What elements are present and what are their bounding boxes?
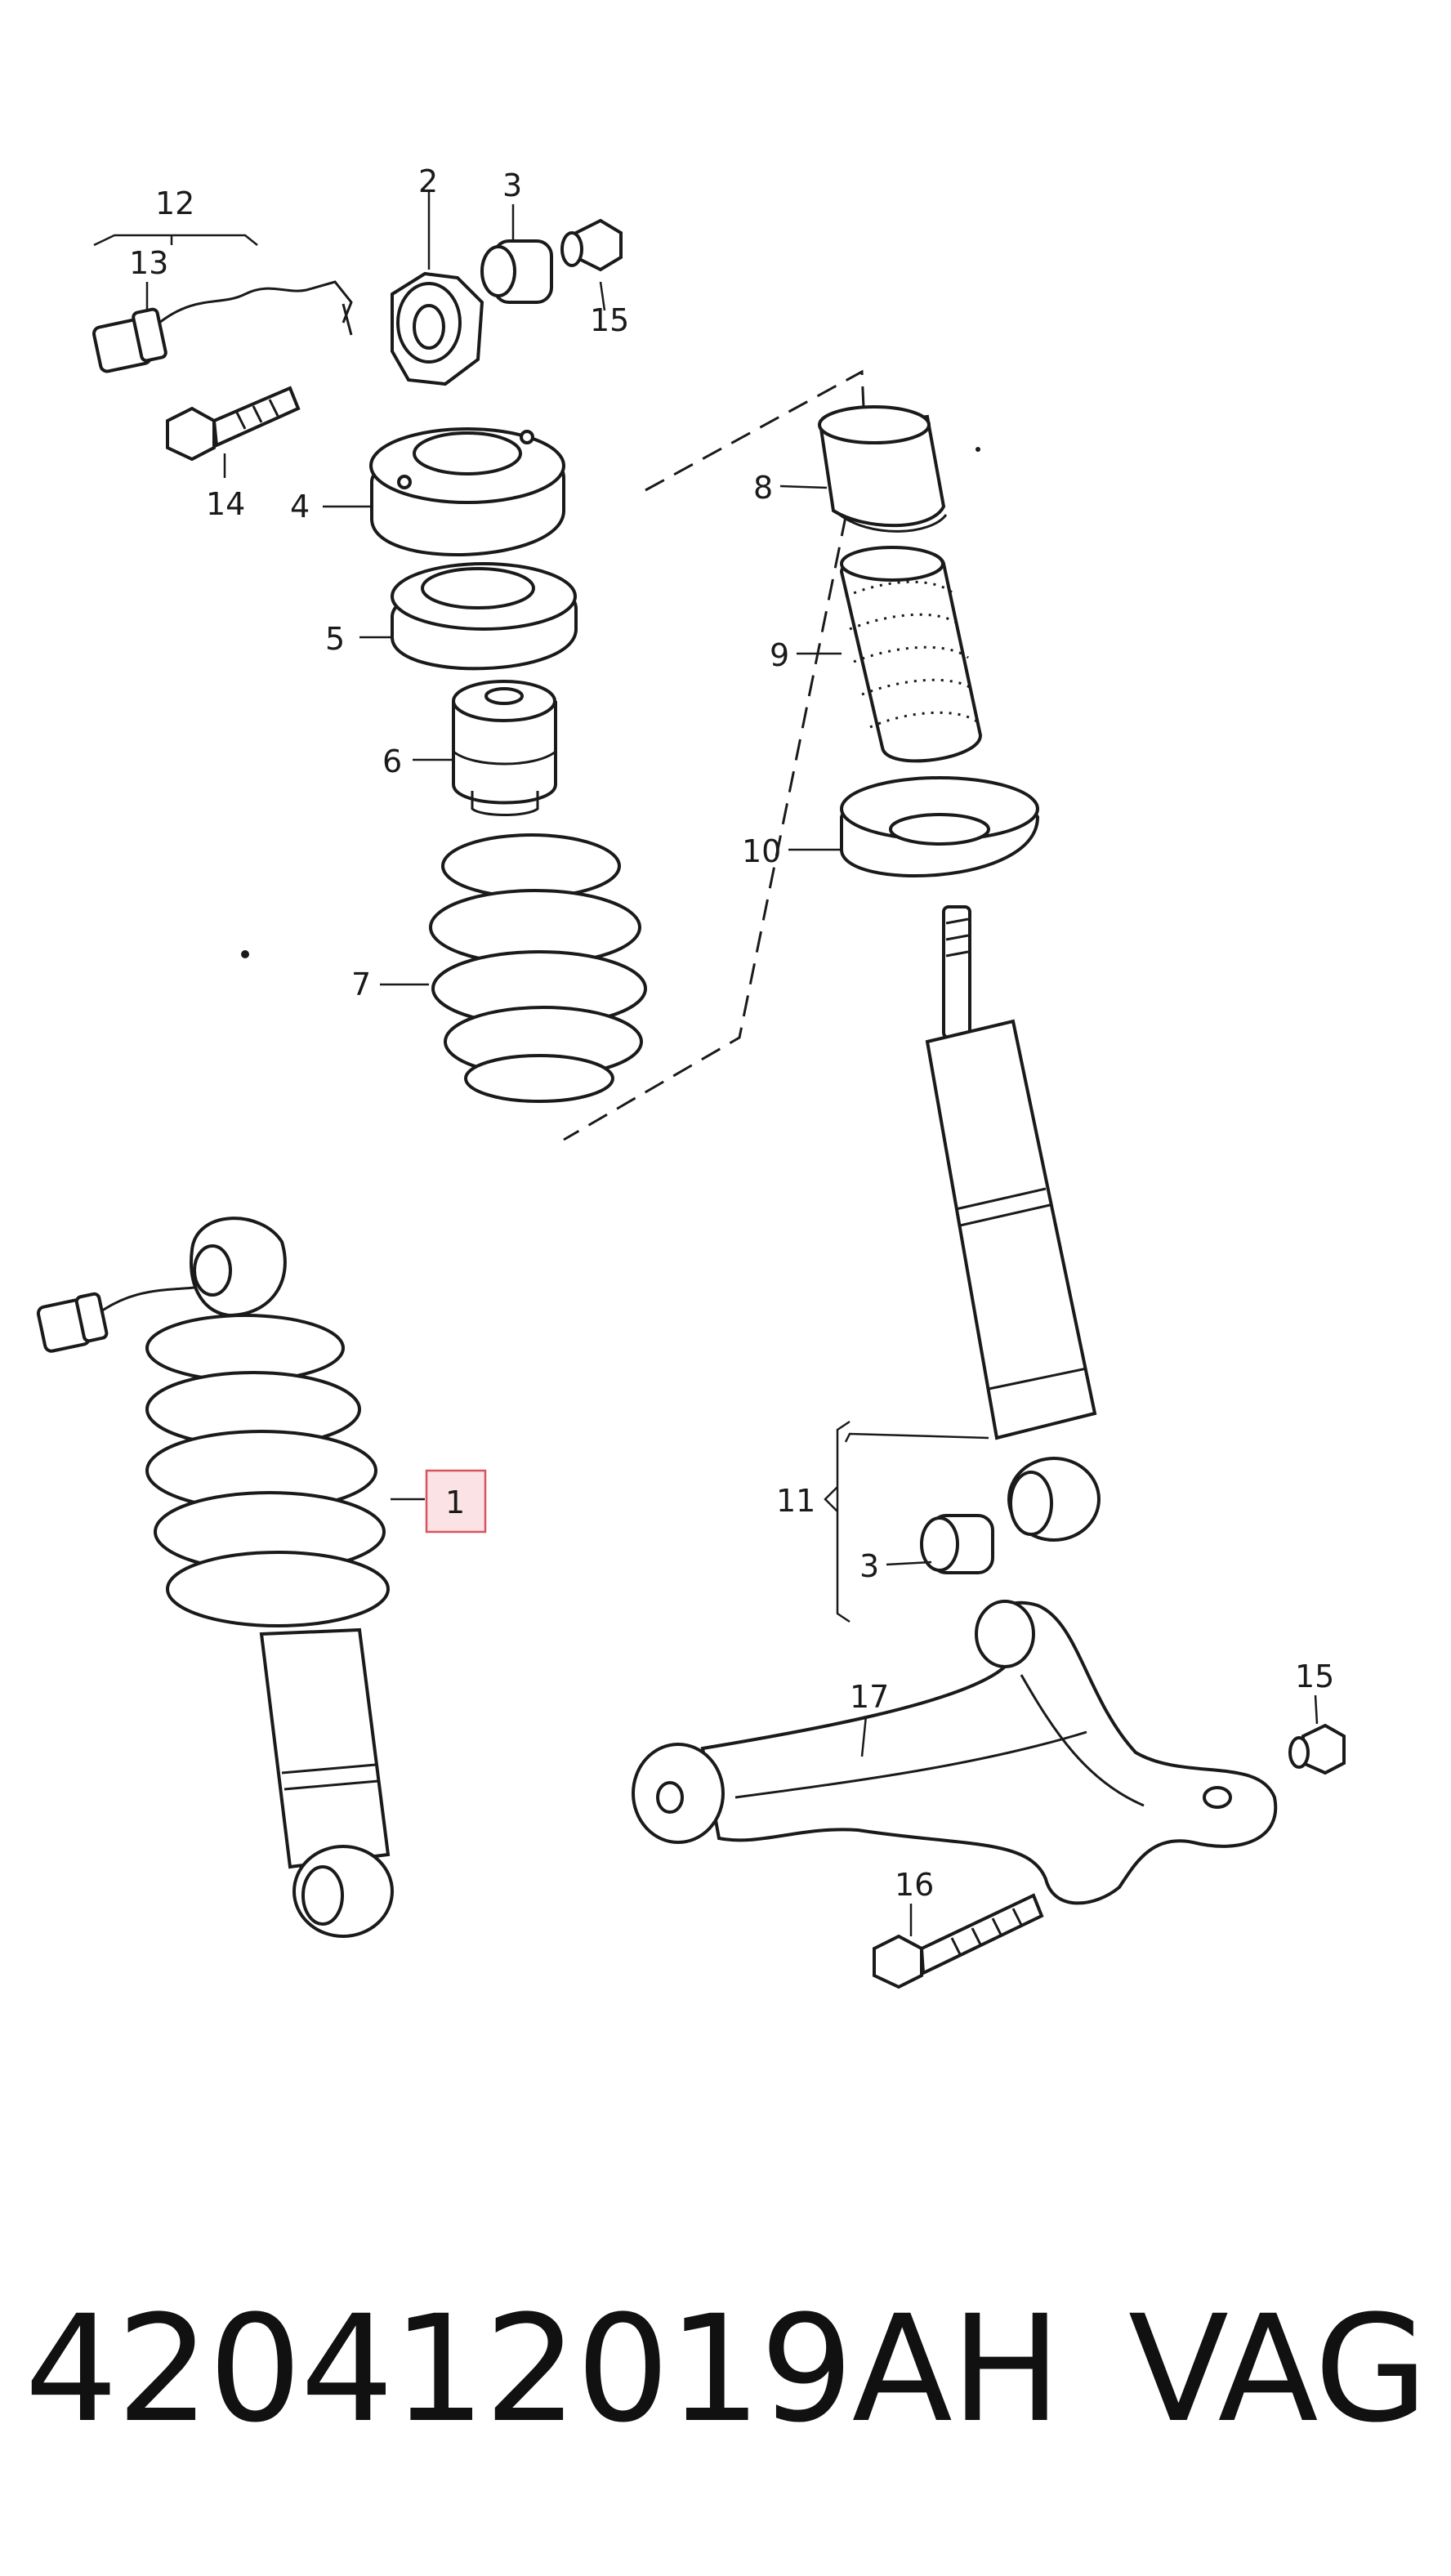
bolt-16 bbox=[873, 1893, 1044, 1989]
callout-8: 8 bbox=[753, 470, 773, 506]
callout-16: 16 bbox=[895, 1867, 934, 1903]
bushing-3-lower bbox=[920, 1514, 994, 1574]
scan-dot bbox=[241, 950, 249, 958]
mount-plate-4 bbox=[369, 427, 565, 557]
part-number: 420412019AH bbox=[25, 2284, 1061, 2455]
callout-1: 1 bbox=[445, 1484, 465, 1520]
dust-cap-8 bbox=[818, 405, 948, 533]
bushing-3-top bbox=[480, 239, 553, 304]
callout-3-lower: 3 bbox=[859, 1548, 879, 1584]
footer: 420412019AH VAG bbox=[25, 2284, 1428, 2455]
callout-1-highlight bbox=[425, 1469, 487, 1534]
callout-10: 10 bbox=[742, 833, 781, 869]
spring-seat-10 bbox=[840, 776, 1040, 877]
scan-dot bbox=[976, 447, 980, 452]
callout-11: 11 bbox=[776, 1483, 815, 1519]
callout-3-top: 3 bbox=[502, 167, 522, 203]
callout-4: 4 bbox=[290, 489, 310, 525]
callout-12: 12 bbox=[155, 185, 194, 221]
spring-seat-5 bbox=[391, 562, 578, 671]
nut-15-top bbox=[560, 218, 623, 272]
control-arm-17 bbox=[632, 1600, 1278, 1905]
wiring-harness bbox=[92, 280, 353, 373]
bellows-9 bbox=[839, 546, 983, 763]
leader-lines bbox=[93, 192, 1319, 1936]
callout-17: 17 bbox=[850, 1679, 889, 1715]
upper-mount-2 bbox=[391, 271, 484, 386]
callout-labels: 2 3 15 12 13 14 4 5 6 7 8 9 10 11 3 17 1… bbox=[129, 163, 1334, 1903]
bolt-14 bbox=[166, 386, 301, 462]
coil-spring-7 bbox=[429, 833, 647, 1103]
brand-label: VAG bbox=[1127, 2284, 1428, 2455]
bump-stop-6 bbox=[452, 680, 557, 816]
exploded-suspension-diagram: 2 3 15 12 13 14 4 5 6 7 8 9 10 11 3 17 1… bbox=[36, 163, 1346, 1989]
callout-14: 14 bbox=[206, 486, 245, 522]
assembled-strut-1 bbox=[36, 1217, 394, 1938]
shock-absorber-11 bbox=[925, 905, 1101, 1542]
callout-15-top: 15 bbox=[590, 302, 629, 338]
nut-15-lower bbox=[1288, 1723, 1346, 1775]
callout-7: 7 bbox=[351, 967, 371, 1002]
callout-13: 13 bbox=[129, 245, 168, 281]
callout-5: 5 bbox=[325, 621, 345, 657]
callout-9: 9 bbox=[770, 637, 789, 673]
callout-6: 6 bbox=[382, 743, 402, 779]
callout-2: 2 bbox=[418, 163, 438, 199]
callout-15-lower: 15 bbox=[1295, 1659, 1334, 1694]
